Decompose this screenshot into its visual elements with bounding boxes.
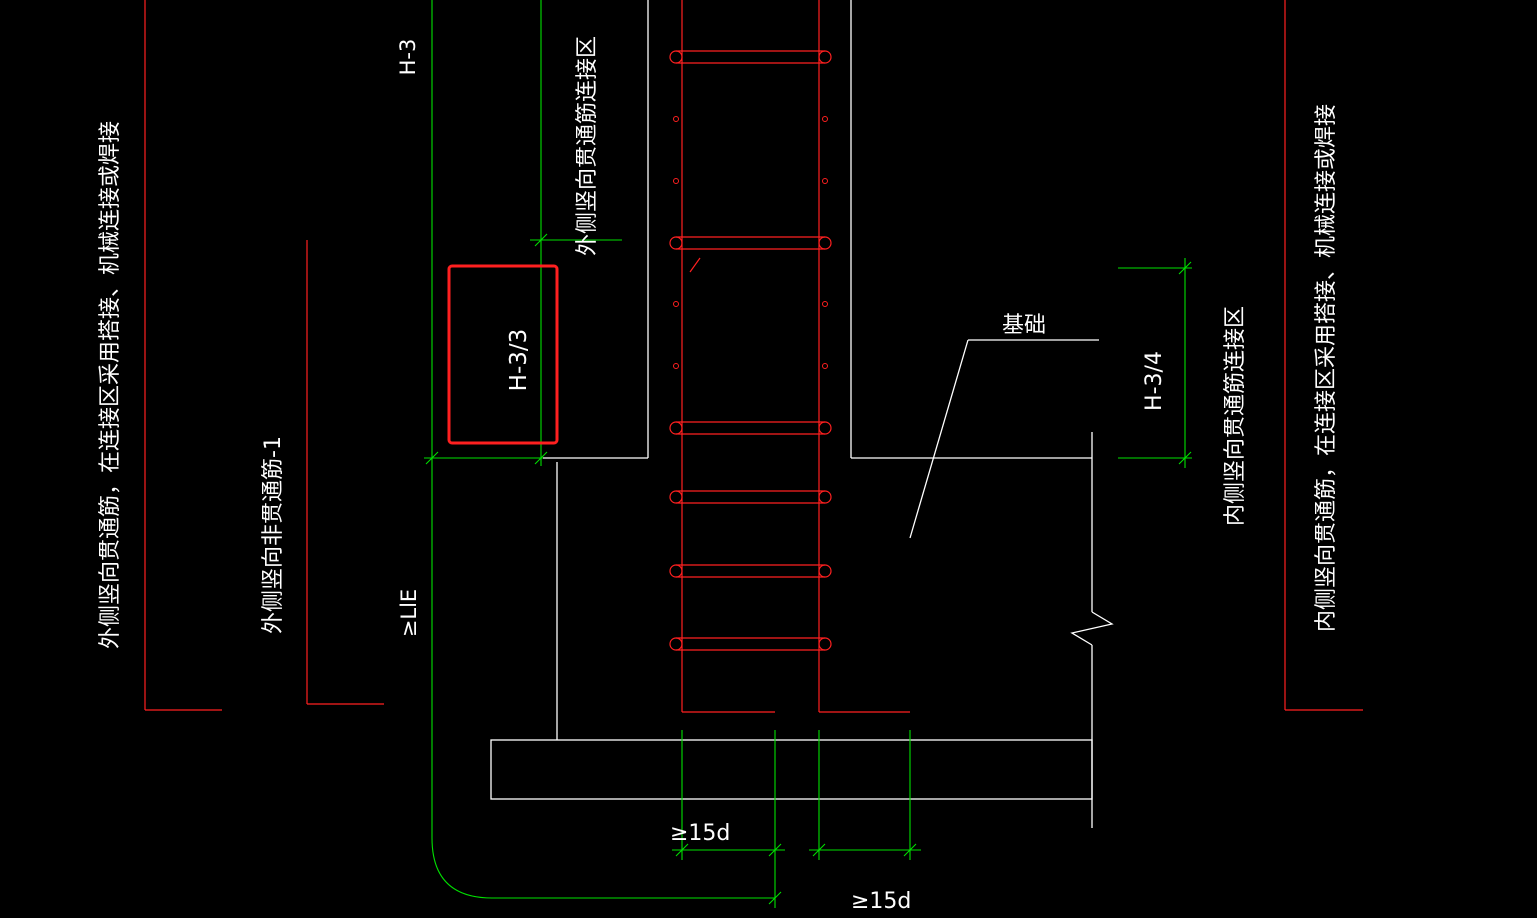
dim-15d-left-label: ≥15d [670, 821, 730, 846]
tie-dot [822, 363, 828, 369]
dimension-lines [424, 0, 1192, 908]
lle-label: ≥LlE [397, 589, 421, 637]
inner-vertical-through-label: 内侧竖向贯通筋，在连接区采用搭接、机械连接或焊接 [1314, 104, 1339, 632]
tie-dot [673, 116, 679, 122]
h3-top-label: H-3 [396, 39, 420, 76]
h3-over-3-label: H-3/3 [506, 329, 532, 392]
tie-dot [822, 178, 828, 184]
tie-dot [673, 301, 679, 307]
inner-through-zone-label: 内侧竖向贯通筋连接区 [1223, 306, 1248, 526]
dim-15d-right-label: ≥15d [851, 889, 911, 914]
stirrup [669, 564, 832, 578]
tie-dot [673, 178, 679, 184]
tie-dot [822, 301, 828, 307]
highlight-box[interactable] [447, 264, 559, 445]
foundation-label: 基础 [1002, 313, 1046, 338]
tie-dot [673, 363, 679, 369]
stirrup [669, 50, 832, 64]
stirrup [669, 421, 832, 435]
lle-dimension-line [431, 0, 775, 899]
stirrup-group [669, 50, 832, 651]
tie-dot-group [673, 116, 828, 369]
stirrup [669, 236, 832, 250]
h3-over-4-label: H-3/4 [1142, 351, 1167, 411]
outer-through-zone-label: 外侧竖向贯通筋连接区 [575, 36, 600, 256]
stirrup [669, 490, 832, 504]
structure-outline [490, 0, 1114, 828]
tie-dot [822, 116, 828, 122]
outer-vertical-nonthrough-label: 外侧竖向非贯通筋-1 [261, 436, 286, 634]
outer-vertical-through-label: 外侧竖向贯通筋，在连接区采用搭接、机械连接或焊接 [98, 121, 123, 649]
stirrup [669, 637, 832, 651]
rebar-cage [144, 0, 1363, 713]
